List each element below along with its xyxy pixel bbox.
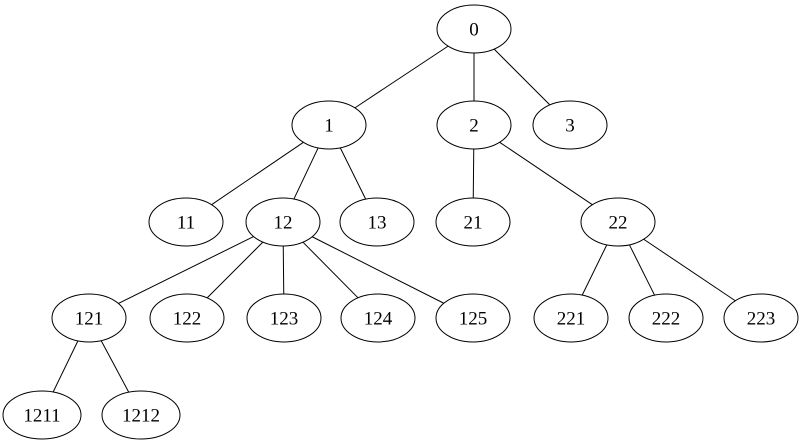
tree-node-label: 1 bbox=[324, 116, 334, 137]
tree-node-ellipse bbox=[533, 293, 609, 343]
tree-node-223: 223 bbox=[723, 293, 799, 343]
tree-node-123: 123 bbox=[246, 293, 322, 343]
tree-node-22: 22 bbox=[580, 197, 656, 247]
tree-node-ellipse bbox=[51, 293, 127, 343]
tree-edge-2-21 bbox=[472, 148, 475, 199]
tree-node-label: 222 bbox=[652, 309, 681, 330]
tree-node-label: 12 bbox=[274, 213, 293, 234]
tree-edge-12-123 bbox=[282, 245, 285, 295]
tree-edge-22-222 bbox=[628, 244, 656, 296]
tree-node-0: 0 bbox=[436, 4, 512, 54]
tree-node-222: 222 bbox=[628, 293, 704, 343]
tree-node-2: 2 bbox=[436, 100, 512, 150]
tree-node-label: 122 bbox=[173, 309, 202, 330]
tree-node-label: 123 bbox=[270, 309, 299, 330]
tree-node-221: 221 bbox=[533, 293, 609, 343]
tree-node-ellipse bbox=[339, 197, 415, 247]
tree-node-122: 122 bbox=[149, 293, 225, 343]
tree-node-21: 21 bbox=[435, 197, 511, 247]
tree-edge-1-13 bbox=[339, 147, 367, 200]
tree-edge-12-124 bbox=[302, 241, 359, 299]
tree-node-3: 3 bbox=[532, 100, 608, 150]
tree-node-ellipse bbox=[149, 293, 225, 343]
tree-node-label: 11 bbox=[177, 213, 195, 234]
tree-node-ellipse bbox=[723, 293, 799, 343]
tree-edge-2-22 bbox=[499, 141, 593, 206]
tree-edge-0-1 bbox=[354, 45, 449, 109]
tree-node-label: 0 bbox=[469, 20, 479, 41]
tree-edge-1-12 bbox=[293, 147, 319, 200]
tree-edge-121-1212 bbox=[100, 340, 130, 393]
tree-node-label: 13 bbox=[368, 213, 387, 234]
tree-node-ellipse bbox=[580, 197, 656, 247]
tree-node-ellipse bbox=[245, 197, 321, 247]
tree-node-ellipse bbox=[532, 100, 608, 150]
tree-edge-22-221 bbox=[581, 244, 608, 296]
tree-edge-22-223 bbox=[643, 238, 736, 302]
tree-node-ellipse bbox=[2, 390, 82, 440]
tree-node-label: 124 bbox=[364, 309, 393, 330]
tree-edge-12-121 bbox=[118, 236, 254, 304]
tree-node-11: 11 bbox=[148, 197, 224, 247]
tree-node-label: 223 bbox=[747, 309, 776, 330]
tree-edge-0-3 bbox=[493, 48, 551, 106]
tree-node-ellipse bbox=[246, 293, 322, 343]
tree-node-label: 21 bbox=[464, 213, 483, 234]
tree-edge-121-1211 bbox=[52, 340, 79, 393]
tree-node-13: 13 bbox=[339, 197, 415, 247]
tree-node-ellipse bbox=[628, 293, 704, 343]
tree-edge-1-11 bbox=[211, 141, 304, 206]
tree-node-121: 121 bbox=[51, 293, 127, 343]
tree-node-label: 221 bbox=[557, 309, 586, 330]
tree-node-ellipse bbox=[436, 4, 512, 54]
tree-node-ellipse bbox=[435, 197, 511, 247]
tree-node-ellipse bbox=[148, 197, 224, 247]
tree-edge-12-122 bbox=[206, 241, 264, 299]
tree-node-124: 124 bbox=[340, 293, 416, 343]
tree-node-label: 1212 bbox=[122, 406, 160, 427]
tree-node-ellipse bbox=[436, 100, 512, 150]
tree-node-ellipse bbox=[291, 100, 367, 150]
tree-edge-12-125 bbox=[311, 236, 445, 304]
tree-node-label: 22 bbox=[609, 213, 628, 234]
tree-node-label: 2 bbox=[469, 116, 479, 137]
tree-node-label: 125 bbox=[459, 309, 488, 330]
tree-node-1212: 1212 bbox=[101, 390, 181, 440]
tree-node-label: 121 bbox=[75, 309, 104, 330]
tree-node-1211: 1211 bbox=[2, 390, 82, 440]
tree-node-12: 12 bbox=[245, 197, 321, 247]
tree-node-label: 1211 bbox=[23, 406, 60, 427]
tree-node-ellipse bbox=[435, 293, 511, 343]
tree-node-ellipse bbox=[340, 293, 416, 343]
tree-node-label: 3 bbox=[565, 116, 575, 137]
tree-node-1: 1 bbox=[291, 100, 367, 150]
tree-node-ellipse bbox=[101, 390, 181, 440]
tree-node-125: 125 bbox=[435, 293, 511, 343]
